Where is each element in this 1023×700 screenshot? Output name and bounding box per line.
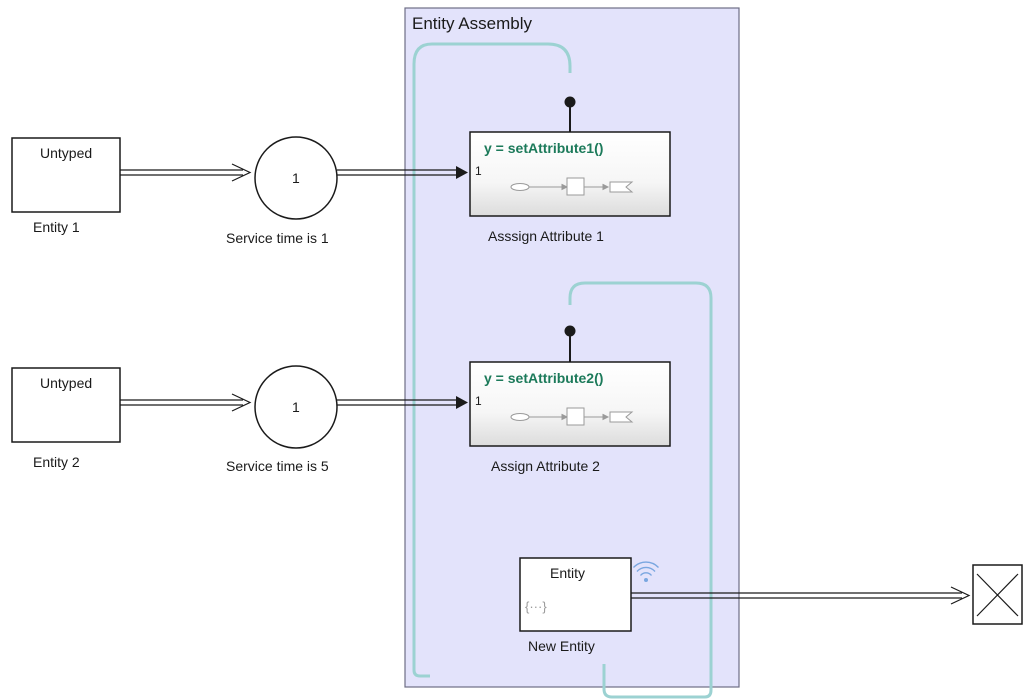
- new-entity-block[interactable]: Entity {···} New Entity: [519, 557, 632, 654]
- connection-gen2-server2: [120, 393, 252, 412]
- new-entity-name: New Entity: [528, 638, 595, 654]
- attribute-flow-icon: [510, 407, 634, 426]
- assign-2-top-port[interactable]: [564, 325, 576, 363]
- server-value: 1: [292, 170, 300, 186]
- new-entity-body[interactable]: [519, 557, 632, 632]
- assign-block-name: Asssign Attribute 1: [488, 228, 604, 244]
- entity-struct-icon: {···}: [525, 599, 547, 614]
- connection-server2-assign2: [337, 396, 468, 409]
- arrowhead-icon: [950, 586, 971, 605]
- input-port-number: 1: [475, 164, 482, 178]
- connection-gen1-server1: [120, 163, 252, 182]
- assign-function-text: y = setAttribute2(): [484, 370, 603, 386]
- entity-generator-1[interactable]: Untyped Entity 1: [11, 137, 121, 235]
- generator-type-label: Untyped: [40, 145, 92, 161]
- input-port-number: 1: [475, 394, 482, 408]
- entity-terminator[interactable]: [972, 564, 1023, 625]
- assign-attribute-2-block[interactable]: y = setAttribute2() 1 Assign Attribute 2: [469, 361, 671, 474]
- assign-block-body[interactable]: [469, 131, 671, 217]
- arrowhead-icon: [231, 163, 252, 182]
- entity-server-2[interactable]: 1 Service time is 5: [226, 365, 338, 474]
- assign-block-name: Assign Attribute 2: [491, 458, 600, 474]
- generator-name: Entity 2: [33, 454, 80, 470]
- arrowhead-icon: [456, 166, 468, 179]
- assign-block-body[interactable]: [469, 361, 671, 447]
- generator-block[interactable]: [11, 367, 121, 443]
- arrowhead-icon: [456, 396, 468, 409]
- new-entity-type-label: Entity: [550, 565, 585, 581]
- generator-name: Entity 1: [33, 219, 80, 235]
- server-name: Service time is 1: [226, 230, 329, 246]
- generator-type-label: Untyped: [40, 375, 92, 391]
- generator-block[interactable]: [11, 137, 121, 213]
- server-name: Service time is 5: [226, 458, 329, 474]
- connection-newentity-terminator: [631, 586, 971, 605]
- assign-1-top-port[interactable]: [564, 96, 576, 133]
- server-block[interactable]: [254, 136, 338, 220]
- loop-line-1: [412, 42, 572, 678]
- arrowhead-icon: [231, 393, 252, 412]
- assign-function-text: y = setAttribute1(): [484, 140, 603, 156]
- server-block[interactable]: [254, 365, 338, 449]
- area-title: Entity Assembly: [412, 14, 532, 33]
- loop-line-2: [568, 281, 713, 699]
- server-value: 1: [292, 399, 300, 415]
- entity-generator-2[interactable]: Untyped Entity 2: [11, 367, 121, 470]
- x-box-icon: [976, 573, 1019, 617]
- connection-server1-assign1: [337, 166, 468, 179]
- entity-server-1[interactable]: 1 Service time is 1: [226, 136, 338, 246]
- attribute-flow-icon: [510, 177, 634, 196]
- assign-attribute-1-block[interactable]: y = setAttribute1() 1 Asssign Attribute …: [469, 131, 671, 244]
- wireless-icon: [632, 561, 660, 582]
- terminator-body[interactable]: [972, 564, 1023, 625]
